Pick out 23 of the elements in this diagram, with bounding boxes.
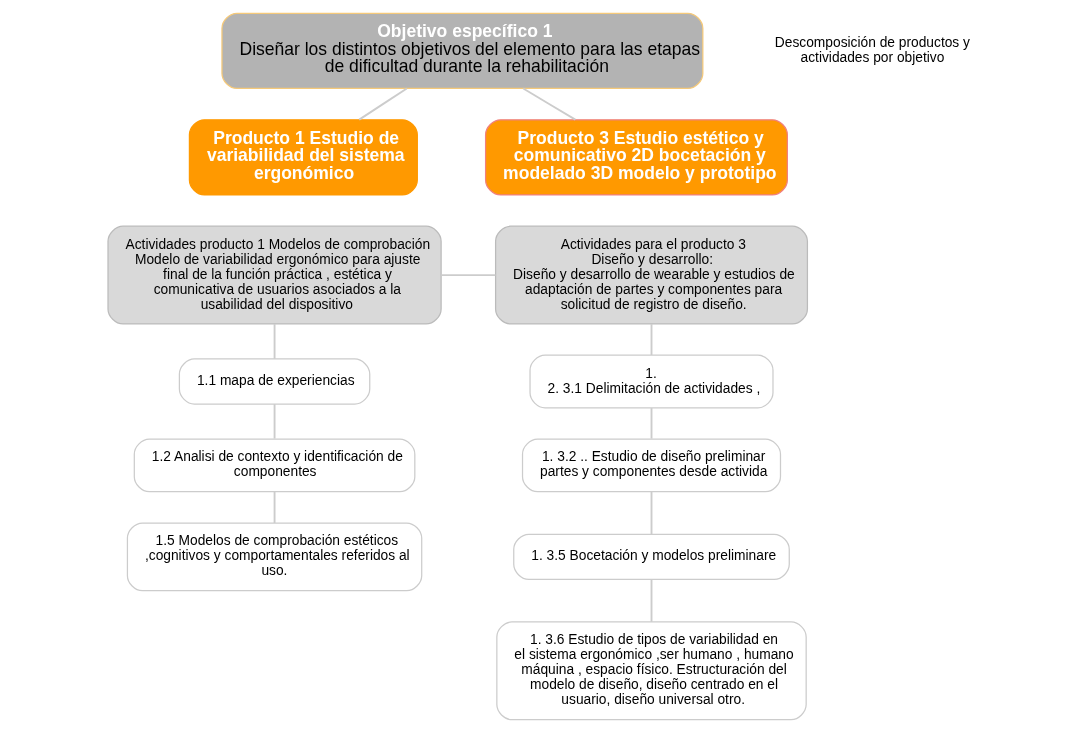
node-box: Producto 1 Estudio de variabilidad del sistema ergonómico — [188, 119, 418, 196]
label: Descomposición de productos y actividades por objetivo — [774, 34, 970, 65]
node-box: Objetivo específico 1 Diseñar los distintos objetivos del elemento para las etapas de dificultad durante la rehabilitación — [221, 12, 704, 90]
node-box: 1. 2. 3.1 Delimitación de actividades , — [529, 354, 774, 409]
connector — [650, 323, 653, 356]
node-box: 1. 3.5 Bocetación y modelos preliminare — [513, 533, 790, 580]
connector — [522, 87, 577, 121]
connector — [358, 87, 408, 121]
node-box: Actividades producto 1 Modelos de comprobación Modelo de variabilidad ergonómico para ajuste final de la función práctica , estética y comunicativa de usuarios asociados a la usabilidad del dispositivo — [107, 225, 442, 325]
node-box: 1.1 mapa de experiencias — [178, 358, 371, 405]
connector — [650, 578, 653, 623]
connector — [273, 403, 276, 440]
connector — [273, 491, 276, 524]
connector — [440, 274, 497, 276]
node-box: 1. 3.6 Estudio de tipos de variabilidad en el sistema ergonómico ,ser humano , humano máquina , espacio físico. Estructuración del modelo de diseño, diseño centrado en el usuario, diseño universal otro. — [496, 621, 807, 721]
node-box: 1.2 Analisi de contexto y identificación de componentes — [133, 438, 416, 493]
node-box: 1. 3.2 .. Estudio de diseño preliminar partes y componentes desde activida — [521, 438, 782, 493]
connector — [650, 491, 653, 536]
node-box: 1.5 Modelos de comprobación estéticos ,cognitivos y comportamentales referidos al uso. — [126, 522, 423, 592]
node-box: Producto 3 Estudio estético y comunicativo 2D bocetación y modelado 3D modelo y prototipo — [484, 119, 788, 196]
node-box: Actividades para el producto 3 Diseño y desarrollo: Diseño y desarrollo de wearable y estudios de adaptación de partes y componentes para solicitud de registro de diseño. — [494, 225, 809, 325]
connector — [650, 407, 653, 440]
connector — [273, 323, 276, 360]
